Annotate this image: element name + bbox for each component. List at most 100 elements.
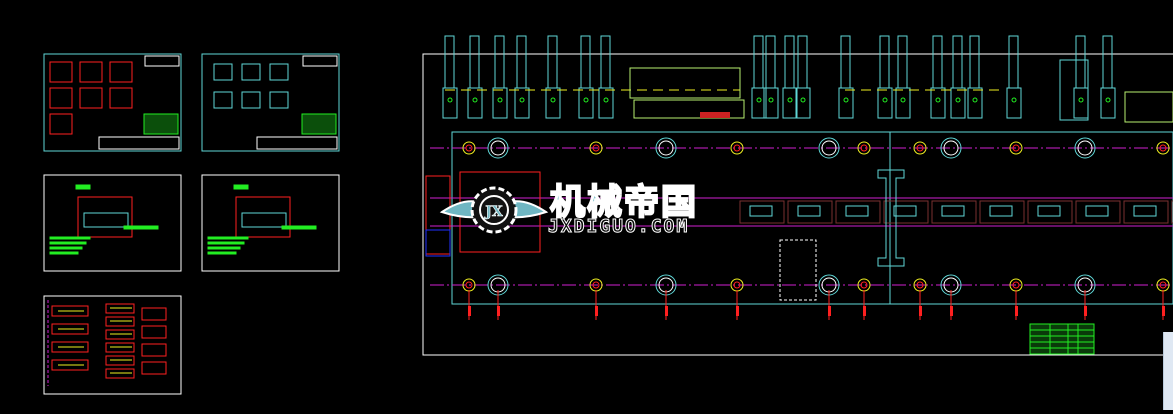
strip-station (1075, 200, 1121, 224)
watermark-logo: JX 机械帝国 JXDIGUO.COM (438, 172, 738, 244)
punch-body (782, 87, 798, 119)
station-part (1085, 205, 1109, 217)
punch-shank (897, 35, 908, 89)
punch-shank (547, 35, 558, 89)
guide-pillar-hole (940, 137, 962, 159)
punch-mark (497, 97, 503, 103)
section-outline (105, 355, 135, 366)
punch-mark (900, 97, 906, 103)
thumbnail-sheet-4[interactable] (201, 174, 340, 272)
punch-body (467, 87, 483, 119)
view-label (123, 225, 159, 230)
part-outline (213, 91, 233, 109)
part-outline (49, 87, 73, 109)
punch-body (795, 87, 811, 119)
strip-station (739, 200, 785, 224)
punch-shank (444, 35, 455, 89)
station-part (941, 205, 965, 217)
strip-station (979, 200, 1025, 224)
punch-mark (935, 97, 941, 103)
bom-table (1029, 323, 1095, 355)
bolt-hole-inner (733, 281, 741, 289)
svg-text:JX: JX (483, 204, 503, 220)
section-outline (105, 329, 135, 340)
note-line (49, 236, 91, 240)
part-outline (49, 113, 73, 135)
punch-body (545, 87, 561, 119)
guide-pillar-hole (1074, 137, 1096, 159)
punch-mark (1011, 97, 1017, 103)
guide-pillar-hole (655, 137, 677, 159)
punch-shank (494, 35, 505, 89)
punch-body (751, 87, 767, 119)
punch-shank (840, 35, 851, 89)
punch-body (1100, 87, 1116, 119)
punch-body (1006, 87, 1022, 119)
title-block (302, 55, 338, 67)
note-line (49, 246, 83, 250)
strip-station (1123, 200, 1169, 224)
punch-body (877, 87, 893, 119)
dimension-text (665, 306, 668, 316)
punch-body (1073, 87, 1089, 119)
section-outline (141, 307, 167, 321)
punch-mark (1105, 97, 1111, 103)
guide-pillar-hole (487, 137, 509, 159)
stopper-block (877, 169, 905, 267)
punch-shank (1075, 35, 1086, 89)
watermark-url: JXDIGUO.COM (547, 216, 690, 238)
bolt-hole-inner (733, 144, 741, 152)
die-outline (235, 196, 291, 238)
section-outline (51, 323, 89, 335)
thumbnail-sheet-2[interactable] (201, 53, 340, 152)
punch-shank (1102, 35, 1113, 89)
punch-body (763, 87, 779, 119)
dimension-text (919, 306, 922, 316)
thumbnail-sheet-1[interactable] (43, 53, 182, 152)
punch-shank (784, 35, 795, 89)
strip-outline (241, 212, 287, 228)
bolt-hole-inner (1159, 281, 1167, 289)
strip-station (787, 200, 833, 224)
title-block (98, 136, 180, 150)
guide-pillar-hole-inner (1077, 140, 1093, 156)
station-part (749, 205, 773, 217)
side-panel-edge[interactable] (1163, 332, 1173, 410)
strip-station (1171, 200, 1173, 224)
main-drawing-frame[interactable] (422, 53, 1173, 356)
thumbnail-sheet-5[interactable] (43, 295, 182, 395)
punch-mark (843, 97, 849, 103)
title-block (256, 136, 338, 150)
punch-shank (952, 35, 963, 89)
part-outline (109, 87, 133, 109)
dimension-text (595, 306, 598, 316)
note-line (207, 236, 249, 240)
title-block (144, 55, 180, 67)
punch-body (930, 87, 946, 119)
dimension-text (863, 306, 866, 316)
part-outline (49, 61, 73, 83)
note-line (207, 251, 237, 255)
punch-body (895, 87, 911, 119)
bolt-hole-inner (860, 144, 868, 152)
section-outline (141, 325, 167, 339)
punch-body (578, 87, 594, 119)
punch-mark (756, 97, 762, 103)
guide-pillar-hole (818, 137, 840, 159)
thumbnail-sheet-3[interactable] (43, 174, 182, 272)
bolt-hole (913, 141, 927, 155)
guide-pillar-hole-inner (821, 140, 837, 156)
view-label (281, 225, 317, 230)
part-outline (241, 63, 261, 81)
punch-body (514, 87, 530, 119)
die-outline (77, 196, 133, 238)
bolt-hole (1009, 141, 1023, 155)
punch-body (950, 87, 966, 119)
punch-mark (955, 97, 961, 103)
bolt-hole (857, 141, 871, 155)
punch-body (598, 87, 614, 119)
punch-shank (580, 35, 591, 89)
station-part (797, 205, 821, 217)
